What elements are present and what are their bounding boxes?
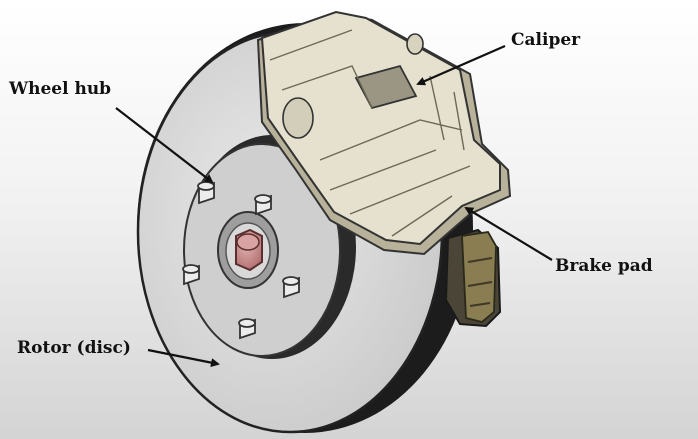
caliper-leader-arrow [416,44,506,86]
wheel-stud [182,264,200,286]
brake-pad-label: Brake pad [555,256,653,276]
wheel-stud [282,276,300,299]
brake-pad-assembly [444,228,502,328]
brake-pad-piston [461,231,497,323]
rotor-label: Rotor (disc) [17,338,131,358]
caliper-bolt [282,97,314,139]
caliper-assembly [256,10,512,256]
wheel-stud [238,318,256,340]
caliper-body [260,10,501,246]
brake-pad-leader-arrow [464,206,553,261]
hub-nut-top [236,233,260,251]
wheel-stud [254,194,272,216]
caliper-label: Caliper [511,30,581,50]
rotor-leader-arrow [147,348,220,368]
wheel-studs [182,181,300,340]
wheel-hub-leader-arrow [115,107,214,184]
wheel-hub-label: Wheel hub [9,79,112,99]
caliper-bolt [406,33,424,55]
